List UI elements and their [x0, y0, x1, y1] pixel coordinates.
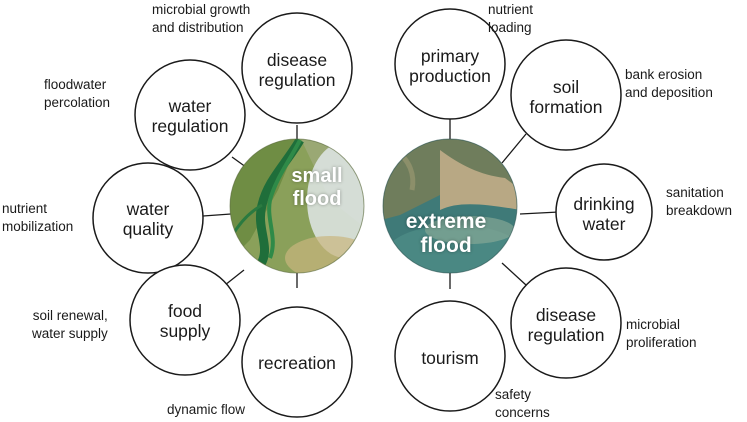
- node-circle-disease-regulation-small: [241, 12, 353, 124]
- note-sanitation-breakdown: sanitation breakdown: [666, 185, 733, 219]
- node-circle-tourism: [394, 300, 506, 412]
- node-circle-soil-formation: [510, 39, 622, 151]
- note-microbial-proliferation: microbial proliferation: [626, 317, 697, 351]
- note-nutrient-mobilization: nutrient mobilization: [2, 201, 74, 235]
- small-flood-label: small flood: [291, 165, 343, 210]
- node-circle-primary-production: [394, 8, 506, 120]
- note-microbial-growth: microbial growth and distribution: [152, 2, 251, 36]
- note-dynamic-flow: dynamic flow: [167, 402, 246, 417]
- node-circle-disease-regulation-extreme: [510, 267, 622, 379]
- water-quality-label: water quality: [122, 198, 174, 239]
- connector-soil-formation: [501, 133, 527, 164]
- connector-water-quality: [202, 213, 232, 217]
- note-nutrient-loading: nutrient loading: [488, 2, 534, 36]
- connector-disease-regulation-extreme: [501, 262, 527, 286]
- node-circle-water-regulation: [134, 59, 246, 171]
- node-circle-drinking-water: [555, 163, 653, 261]
- disease-regulation-extreme-label: disease regulation: [527, 304, 605, 345]
- food-supply-label: food supply: [159, 300, 211, 341]
- tourism-label: tourism: [421, 347, 479, 368]
- note-bank-erosion: bank erosion and deposition: [625, 67, 713, 101]
- recreation-label: recreation: [258, 352, 336, 373]
- connector-drinking-water: [519, 211, 560, 215]
- primary-production-label: primary production: [409, 45, 491, 86]
- node-circle-recreation: [241, 306, 353, 418]
- node-circle-water-quality: [92, 162, 204, 274]
- note-floodwater-percolation: floodwater percolation: [44, 77, 111, 111]
- soil-formation-label: soil formation: [529, 76, 603, 117]
- note-safety-concerns: safety concerns: [495, 387, 550, 421]
- water-regulation-label: water regulation: [151, 95, 229, 136]
- extreme-flood-label: extreme flood: [405, 209, 487, 257]
- note-soil-renewal: soil renewal, water supply: [32, 308, 108, 342]
- node-circle-food-supply: [129, 264, 241, 376]
- drinking-water-label: drinking water: [573, 193, 635, 234]
- disease-regulation-small-label: disease regulation: [258, 49, 336, 90]
